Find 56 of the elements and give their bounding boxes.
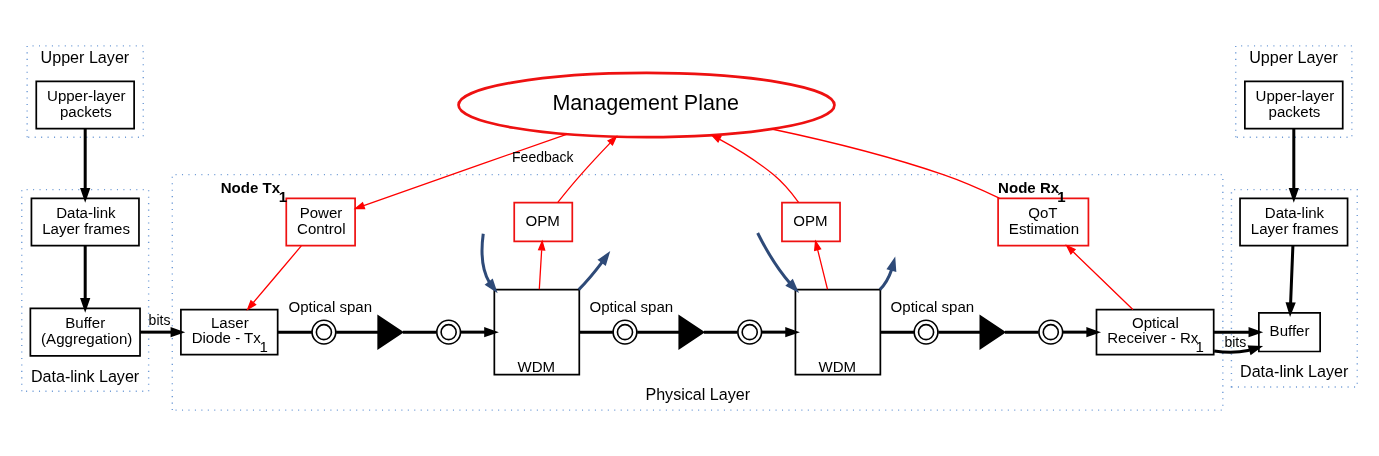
node-triangle <box>678 314 706 350</box>
node-label: Optical span <box>890 297 975 315</box>
node-coil <box>737 319 763 345</box>
edge-label: bits <box>1224 333 1247 350</box>
arrow <box>878 256 897 291</box>
connector <box>637 330 680 334</box>
connector <box>336 330 379 334</box>
connector <box>277 330 312 334</box>
arrow <box>537 239 546 290</box>
node-coil <box>612 319 638 345</box>
node-coil <box>913 319 939 345</box>
node-ellipse: Management Plane <box>457 71 836 139</box>
arrow <box>756 232 800 293</box>
arrow <box>556 135 618 204</box>
node-box: Buffer (Aggregation) <box>29 307 141 357</box>
arrow <box>761 327 800 338</box>
arrow <box>1063 327 1102 338</box>
connector <box>880 330 914 334</box>
edge-label: bits <box>148 312 171 329</box>
node-label: Optical span <box>288 297 373 315</box>
arrow <box>1288 128 1299 203</box>
node-coil <box>311 319 337 345</box>
node-coil <box>1038 319 1064 345</box>
arrow <box>140 327 186 338</box>
node-coil <box>436 319 462 345</box>
arrow <box>353 133 568 210</box>
arrow <box>246 245 302 311</box>
node-box: OPM <box>513 201 574 243</box>
arrow <box>814 239 829 290</box>
node-label: Optical span <box>589 297 674 315</box>
node-triangle <box>979 314 1007 350</box>
node-box: Data-link Layer frames <box>30 197 140 247</box>
node-triangle <box>377 314 404 350</box>
arrow <box>577 251 611 291</box>
arrow <box>480 233 498 294</box>
arrow <box>1214 327 1264 356</box>
arrow <box>1285 245 1296 318</box>
connector <box>1005 330 1039 334</box>
node-box: Upper-layer packets <box>1244 80 1344 130</box>
node-box: WDM <box>493 288 581 376</box>
connector <box>703 330 738 334</box>
connector <box>579 330 613 334</box>
node-box: WDM <box>794 288 882 376</box>
node-box: Data-link Layer frames <box>1239 197 1349 247</box>
connector <box>938 330 981 334</box>
connector <box>770 128 1000 199</box>
arrow <box>460 327 499 338</box>
arrow <box>80 245 91 313</box>
arrow <box>710 134 800 203</box>
node-box: Upper-layer packets <box>35 80 135 130</box>
arrow <box>1065 244 1134 311</box>
node-box: Buffer <box>1258 311 1321 353</box>
edge-label: Feedback <box>512 149 574 166</box>
node-box: OPM <box>781 201 841 243</box>
connector <box>402 330 437 334</box>
arrow <box>80 128 91 203</box>
